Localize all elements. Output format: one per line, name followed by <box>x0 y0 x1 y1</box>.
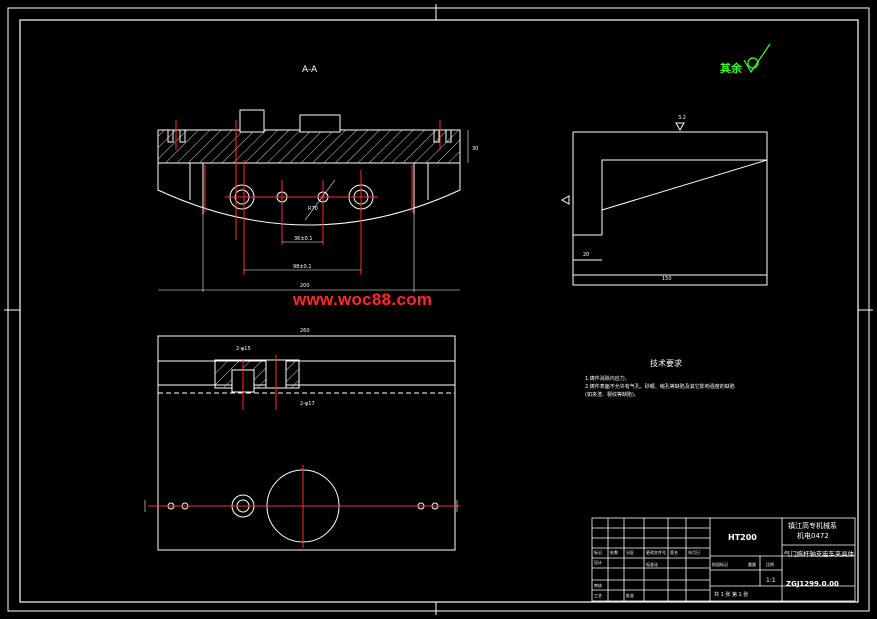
tech-requirements: 技术要求 1.铸件消除内应力。 2.铸件表面不允许有气孔、砂眼、缩孔等缺陷及其它… <box>585 358 735 398</box>
tb-label-scale: 比例 <box>766 561 774 567</box>
tb-label-approve: 批准 <box>626 592 634 598</box>
plan-centerlines <box>148 355 460 548</box>
plan-view <box>157 335 456 551</box>
inner-frame <box>19 19 859 603</box>
tb-label-mark: 标记 <box>594 549 602 555</box>
dim-top-width: 260 <box>300 328 310 334</box>
scale-label: 1:1 <box>766 577 776 584</box>
class-label: 机电0472 <box>797 531 829 540</box>
dim-fixture-width: 150 <box>662 276 672 282</box>
drawing-no-label: ZGJ1299.0.00 <box>786 580 839 588</box>
tb-label-change: 更改文件号 <box>646 549 666 555</box>
tb-label-date: 年月日 <box>688 549 700 555</box>
part-name-label: 气门摇杆轴支座车夹具体 <box>784 549 854 558</box>
surface-mark-label: 其余 <box>720 61 743 75</box>
dim-top-height: 30 <box>472 146 478 152</box>
tech-req-line-3: (如夹渣、裂纹等缺陷)。 <box>585 391 639 398</box>
section-dimensions: 200 98±0.1 36±0.1 30 R70 <box>158 130 478 292</box>
side-view <box>560 122 768 286</box>
dim-radius: R70 <box>308 206 318 212</box>
center-marks <box>4 4 873 615</box>
dim-fixture-base: 20 <box>583 252 589 258</box>
tech-req-line-1: 1.铸件消除内应力。 <box>585 375 630 382</box>
tb-label-zone: 分区 <box>626 549 634 555</box>
outer-frame <box>7 7 870 612</box>
tb-label-stage: 阶段标记 <box>712 561 728 567</box>
title-block-text: HT200 镇江高专机械系 机电0472 气门摇杆轴支座车夹具体 ZGJ1299… <box>594 521 854 598</box>
school-label: 镇江高专机械系 <box>788 521 837 530</box>
tb-label-standard: 标准化 <box>646 561 658 567</box>
tb-label-process: 工艺 <box>594 593 602 598</box>
dim-slot2: 2-φ17 <box>300 401 315 407</box>
tech-req-line-2: 2.铸件表面不允许有气孔、砂眼、缩孔等缺陷及其它影响强度的缺陷 <box>585 383 735 390</box>
dim-roughness: 3.2 <box>678 115 686 121</box>
tech-req-title: 技术要求 <box>650 358 682 368</box>
tb-label-weight: 重量 <box>748 561 756 567</box>
tb-label-design: 设计 <box>594 559 602 565</box>
sheet-label: 共 1 张 第 1 张 <box>714 591 748 598</box>
section-label: A-A <box>302 65 318 75</box>
side-dims: 150 20 3.2 <box>583 115 686 282</box>
dim-base-width: 200 <box>300 283 310 289</box>
dim-slot: 2-φ15 <box>236 346 251 352</box>
material-label: HT200 <box>728 533 757 542</box>
plan-dims: 260 2-φ15 2-φ17 <box>144 328 458 512</box>
tb-label-count: 处数 <box>610 549 618 555</box>
roughness-symbol-icon <box>743 43 771 74</box>
dim-bolt-spacing: 98±0.1 <box>293 264 312 270</box>
section-centerlines <box>175 120 441 275</box>
tb-label-review: 审核 <box>594 582 602 588</box>
watermark: www.woc88.com <box>293 290 433 309</box>
tb-label-sign: 签名 <box>670 549 678 555</box>
title-block <box>591 517 856 602</box>
dim-hole-spacing: 36±0.1 <box>294 236 313 242</box>
